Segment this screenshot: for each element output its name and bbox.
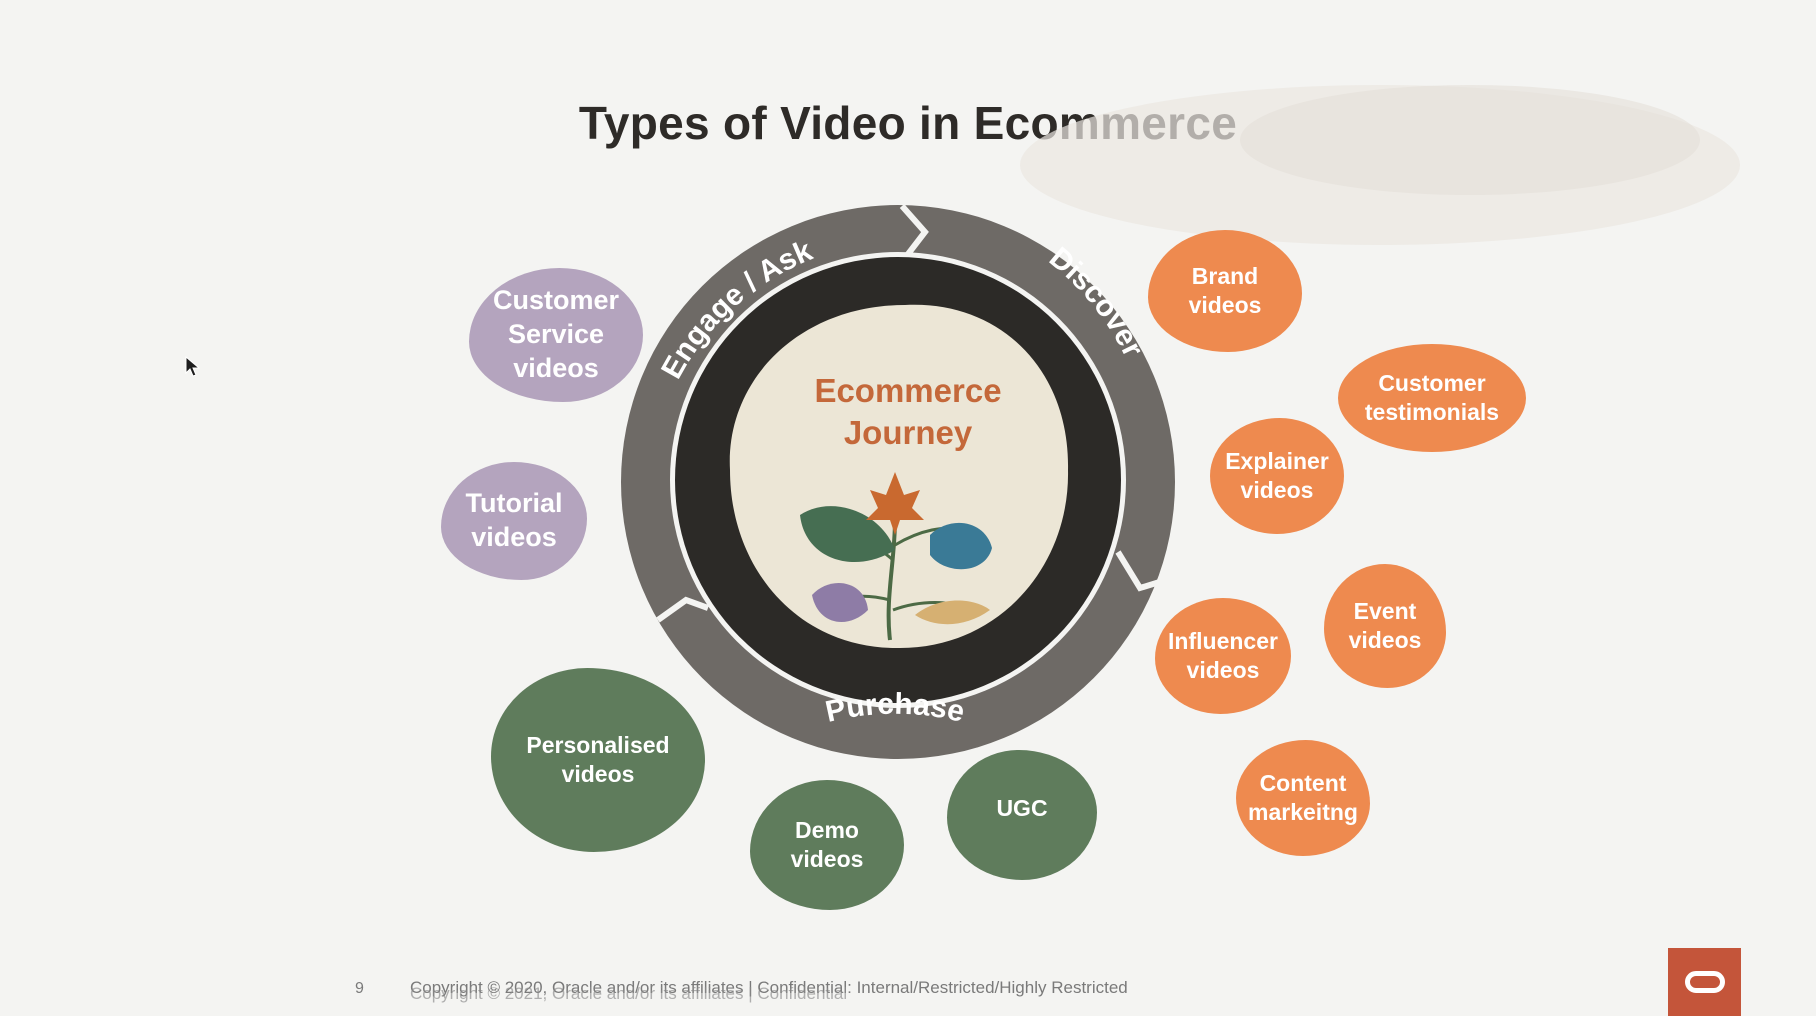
node-customer-testimonials: Customer testimonials <box>1338 344 1526 452</box>
leaf-purple <box>812 583 868 622</box>
node-label-line: Demo <box>795 817 859 844</box>
ring-chevron-left <box>656 596 710 623</box>
node-label-line: Service <box>507 319 605 350</box>
node-label-line: markeitng <box>1248 799 1358 825</box>
center-title-line1: Ecommerce <box>814 372 1001 409</box>
node-label-line: Personalised <box>526 732 670 759</box>
plant-illustration <box>800 472 992 641</box>
page-number: 9 <box>355 980 364 997</box>
node-demo-videos: Demo videos <box>750 780 904 910</box>
node-label-line: testimonials <box>1364 399 1500 425</box>
node-label-line: videos <box>513 352 599 383</box>
mouse-cursor-icon <box>185 356 201 377</box>
center-panel <box>729 304 1069 649</box>
node-label-line: videos <box>1188 292 1262 318</box>
node-influencer-videos: Influencer videos <box>1155 598 1291 714</box>
node-brand-videos: Brand videos <box>1148 230 1302 352</box>
node-label-line: UGC <box>996 795 1048 821</box>
leaf-maple <box>866 472 924 535</box>
node-label-line: Customer <box>1378 370 1486 397</box>
node-label-line: videos <box>471 522 557 552</box>
node-content-marketing: Content markeitng <box>1236 740 1370 856</box>
node-label-line: Tutorial <box>465 488 563 519</box>
leaf-teal <box>930 522 992 570</box>
node-event-videos: Event videos <box>1324 564 1446 688</box>
footer-copyright: Copyright © 2020, Oracle and/or its affi… <box>410 978 1128 997</box>
footer-copyright-overlay: Copyright © 2021, Oracle and/or its affi… <box>410 984 848 1003</box>
node-label-line: Content <box>1259 770 1347 797</box>
oracle-logo-icon <box>1684 971 1725 993</box>
leaf-wheat <box>915 600 990 625</box>
node-label-line: Customer <box>492 285 620 316</box>
center-title-line2: Journey <box>844 414 973 451</box>
node-label-line: videos <box>561 761 635 787</box>
node-explainer-videos: Explainer videos <box>1210 418 1344 534</box>
node-label-line: videos <box>1186 657 1260 683</box>
node-customer-service-videos: Customer Service videos <box>469 268 643 402</box>
ring-chevron-top <box>899 204 929 260</box>
oracle-logo <box>1668 948 1741 1016</box>
decorative-texture <box>1020 85 1740 245</box>
node-label-line: Event <box>1353 598 1417 625</box>
node-label-line: Explainer <box>1225 448 1329 475</box>
node-personalised-videos: Personalised videos <box>491 668 705 852</box>
node-ugc: UGC <box>947 750 1097 880</box>
node-label-line: videos <box>1240 477 1314 503</box>
node-label-line: videos <box>1348 627 1422 653</box>
node-label-line: videos <box>790 846 864 872</box>
node-label-line: Influencer <box>1168 628 1278 655</box>
node-label-line: Brand <box>1191 263 1259 290</box>
node-tutorial-videos: Tutorial videos <box>441 462 587 580</box>
leaf-green <box>800 506 895 563</box>
ring-chevron-right <box>1115 550 1167 592</box>
